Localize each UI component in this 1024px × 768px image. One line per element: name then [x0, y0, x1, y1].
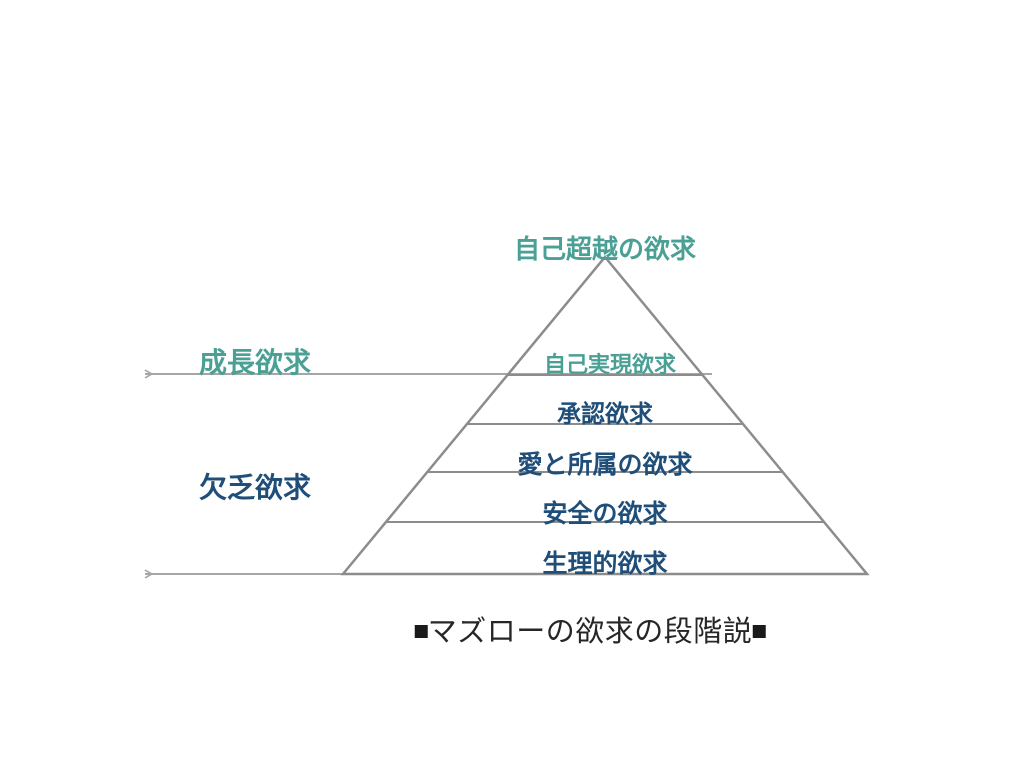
pyramid-level-label-physiological: 生理的欲求	[542, 549, 668, 578]
pyramid-level-label-love-and-belonging: 愛と所属の欲求	[517, 450, 693, 479]
pyramid-dividers	[385, 374, 825, 523]
bullet-square-left-icon	[414, 624, 428, 638]
pyramid-level-label-self-actualization: 自己実現欲求	[543, 353, 677, 378]
caption-text: マズローの欲求の段階説	[427, 614, 753, 648]
group-label-growth-needs: 成長欲求	[198, 346, 312, 379]
pyramid-level-label-esteem: 承認欲求	[557, 400, 653, 428]
slide-caption: マズローの欲求の段階説	[414, 614, 766, 648]
bullet-square-right-icon	[752, 624, 766, 638]
group-label-deficiency-needs: 欠乏欲求	[198, 471, 312, 504]
pyramid-outline	[340, 255, 870, 576]
pyramid-level-label-safety: 安全の欲求	[542, 499, 668, 528]
pyramid-level-label-self-transcendence: 自己超越の欲求	[513, 235, 697, 265]
